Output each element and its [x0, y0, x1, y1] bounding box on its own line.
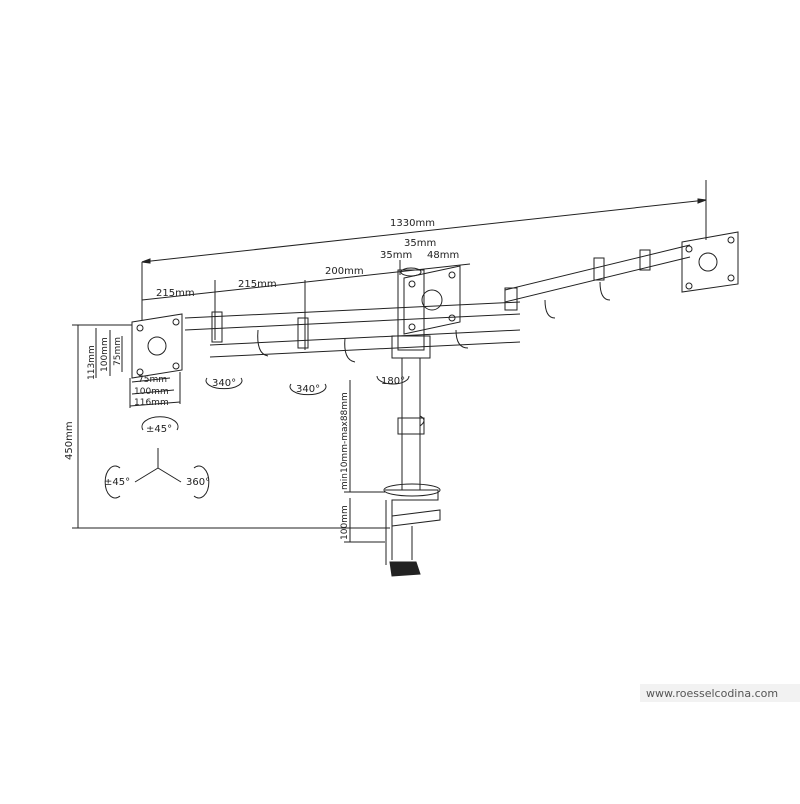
plate-height-3-label: 75mm — [113, 337, 123, 366]
plate-width-3-label: 116mm — [134, 398, 169, 408]
center-left-label: 35mm — [380, 250, 412, 261]
right-crossbar — [504, 244, 691, 319]
clamp-dimensions — [344, 380, 385, 543]
angle-rotate-label: 360° — [186, 477, 210, 488]
angle-arm-outer-label: 340° — [212, 378, 236, 389]
angle-pole-label: 180° — [381, 376, 405, 387]
arm-seg-2-label: 215mm — [238, 279, 277, 290]
angle-swivel-label: ±45° — [104, 477, 130, 488]
left-crossbar — [184, 301, 521, 358]
plate-width-1-label: 75mm — [138, 375, 167, 385]
rotation-arrows — [104, 375, 410, 499]
pole — [397, 358, 425, 490]
desk-clamp — [383, 483, 441, 577]
arm-seg-3-label: 200mm — [325, 266, 364, 277]
arm-seg-1-label: 215mm — [156, 288, 195, 299]
angle-arm-inner-label: 340° — [296, 384, 320, 395]
watermark-bg — [640, 684, 800, 702]
plate-height-1-label: 113mm — [87, 345, 97, 380]
overall-width-label: 1330mm — [390, 218, 435, 229]
center-vesa-plate — [391, 265, 461, 359]
plate-width-2-label: 100mm — [134, 387, 169, 397]
left-vesa-plate — [131, 311, 469, 379]
center-right-label: 48mm — [427, 250, 459, 261]
plate-height-2-label: 100mm — [100, 337, 110, 372]
watermark-text: www.roesselcodina.com — [646, 687, 778, 700]
total-height-dimension — [72, 324, 390, 529]
overall-width-dimension — [141, 180, 707, 320]
center-top-label: 35mm — [404, 238, 436, 249]
clamp-depth-label: 100mm — [340, 505, 350, 540]
plate-size-dimensions — [95, 328, 181, 408]
angle-tilt-label: ±45° — [146, 424, 172, 435]
total-height-label: 450mm — [64, 421, 75, 460]
right-vesa-plate — [681, 231, 739, 293]
clamp-range-label: min10mm-max88mm — [340, 392, 350, 490]
